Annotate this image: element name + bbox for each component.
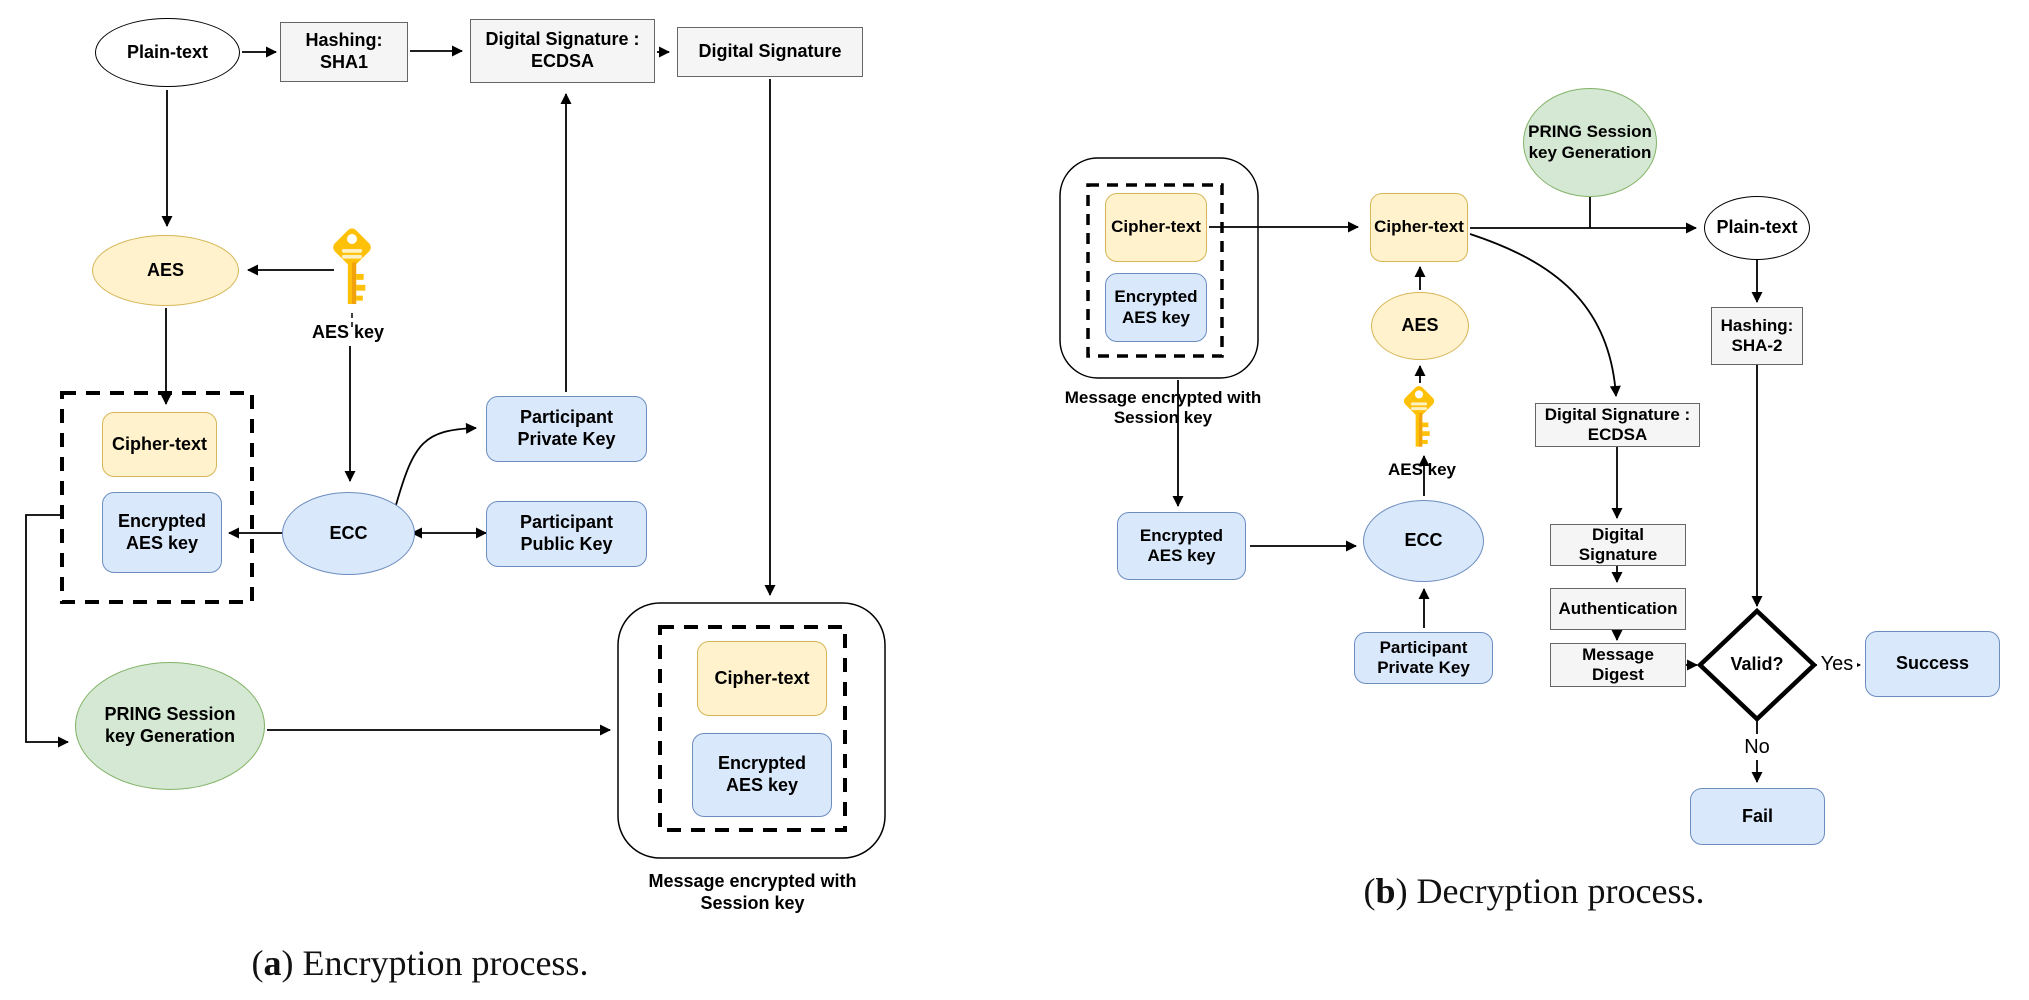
b-fail-label: Fail bbox=[1741, 805, 1773, 826]
dashed-box-a-message bbox=[658, 625, 847, 832]
b-no-label: No bbox=[1737, 734, 1777, 760]
arrow-b-cipher-ecdsa bbox=[1469, 233, 1621, 397]
a-msg-encrypted-aes-key-box: Encrypted AES key bbox=[692, 733, 832, 817]
b-cipher-text-label: Cipher-text bbox=[1374, 217, 1464, 237]
a-message-caption-text: Message encrypted with Session key bbox=[648, 871, 857, 913]
a-msg-cipher-text-label: Cipher-text bbox=[714, 667, 810, 688]
a-ds-ecdsa-box: Digital Signature : ECDSA bbox=[470, 19, 655, 83]
dashed-box-b-message bbox=[1086, 183, 1224, 358]
b-msg-cipher-text-box: Cipher-text bbox=[1105, 193, 1207, 262]
b-pring-label: PRING Session key Generation bbox=[1528, 122, 1652, 162]
b-ecc-label: ECC bbox=[1404, 530, 1443, 551]
a-hashing-label: Hashing: SHA1 bbox=[305, 30, 383, 72]
b-cipher-text-box: Cipher-text bbox=[1370, 193, 1468, 262]
b-authentication-label: Authentication bbox=[1558, 598, 1678, 618]
a-pring-ellipse: PRING Session key Generation bbox=[75, 662, 265, 790]
b-encrypted-aes-key-box: Encrypted AES key bbox=[1117, 512, 1246, 580]
b-hashing-box: Hashing: SHA-2 bbox=[1711, 307, 1803, 365]
b-msg-encrypted-aes-key-box: Encrypted AES key bbox=[1105, 273, 1207, 342]
a-participant-public-key-box: Participant Public Key bbox=[486, 501, 647, 567]
b-message-digest-box: Message Digest bbox=[1550, 643, 1686, 687]
message-container-b bbox=[1059, 157, 1259, 379]
a-encrypted-aes-key-label: Encrypted AES key bbox=[117, 510, 207, 553]
a-participant-private-key-box: Participant Private Key bbox=[486, 396, 647, 462]
caption-a: (a) Encryption process. bbox=[251, 943, 589, 983]
a-aes-label: AES bbox=[146, 259, 184, 280]
b-message-digest-label: Message Digest bbox=[1582, 644, 1654, 684]
b-aes-key-icon bbox=[1403, 385, 1435, 447]
b-participant-private-key-label: Participant Private Key bbox=[1377, 637, 1470, 677]
b-success-box: Success bbox=[1865, 631, 2000, 697]
arrow-a-dashedbox-pring bbox=[25, 514, 69, 748]
a-encrypted-aes-key-box: Encrypted AES key bbox=[102, 492, 222, 573]
a-aes-key-caption: AES key bbox=[298, 320, 398, 346]
b-msg-cipher-text-label: Cipher-text bbox=[1111, 217, 1201, 237]
a-plain-text-ellipse: Plain-text bbox=[95, 18, 240, 87]
a-aes-ellipse: AES bbox=[92, 235, 239, 306]
b-message-caption: Message encrypted with Session key bbox=[1058, 385, 1268, 431]
arrow-a-ecc-privatekey bbox=[395, 422, 477, 506]
a-aes-key-caption-text: AES key bbox=[311, 322, 385, 343]
a-aes-key-icon bbox=[333, 228, 371, 304]
b-msg-encrypted-aes-key-label: Encrypted AES key bbox=[1114, 287, 1198, 327]
dashed-box-a-left bbox=[60, 391, 254, 604]
b-valid-label: Valid? bbox=[1730, 654, 1784, 675]
b-success-label: Success bbox=[1895, 653, 1970, 674]
b-ds-ecdsa-box: Digital Signature : ECDSA bbox=[1535, 403, 1700, 447]
a-pring-label: PRING Session key Generation bbox=[104, 704, 236, 746]
a-cipher-text-box: Cipher-text bbox=[102, 412, 217, 477]
a-ecc-ellipse: ECC bbox=[282, 492, 415, 575]
a-participant-private-key-label: Participant Private Key bbox=[517, 407, 616, 449]
valid-diamond bbox=[1696, 607, 1818, 723]
b-ds-ecdsa-label: Digital Signature : ECDSA bbox=[1544, 404, 1691, 444]
caption-b: (b) Decryption process. bbox=[1363, 871, 1705, 911]
a-plain-text-label: Plain-text bbox=[126, 41, 209, 62]
b-aes-ellipse: AES bbox=[1371, 292, 1469, 360]
a-ecc-label: ECC bbox=[329, 522, 368, 543]
a-msg-cipher-text-box: Cipher-text bbox=[697, 641, 827, 716]
b-authentication-box: Authentication bbox=[1550, 588, 1686, 630]
a-cipher-text-label: Cipher-text bbox=[111, 433, 207, 454]
b-message-caption-text: Message encrypted with Session key bbox=[1064, 387, 1262, 427]
b-digital-signature-label: Digital Signature bbox=[1578, 524, 1658, 564]
b-yes-label: Yes bbox=[1817, 651, 1857, 677]
b-digital-signature-box: Digital Signature bbox=[1550, 524, 1686, 566]
b-ecc-ellipse: ECC bbox=[1363, 500, 1484, 582]
a-hashing-box: Hashing: SHA1 bbox=[280, 22, 408, 82]
a-msg-encrypted-aes-key-label: Encrypted AES key bbox=[717, 753, 807, 795]
b-aes-key-caption-text: AES key bbox=[1387, 459, 1457, 479]
b-participant-private-key-box: Participant Private Key bbox=[1354, 632, 1493, 684]
b-aes-key-caption: AES key bbox=[1372, 458, 1472, 482]
b-plain-text-ellipse: Plain-text bbox=[1704, 196, 1810, 260]
a-ds-ecdsa-label: Digital Signature : ECDSA bbox=[485, 29, 640, 71]
b-aes-label: AES bbox=[1401, 315, 1439, 336]
b-hashing-label: Hashing: SHA-2 bbox=[1720, 315, 1794, 355]
b-pring-ellipse: PRING Session key Generation bbox=[1523, 88, 1657, 197]
a-digital-signature-box: Digital Signature bbox=[677, 27, 863, 77]
b-valid-text: Valid? bbox=[1707, 645, 1807, 685]
b-encrypted-aes-key-label: Encrypted AES key bbox=[1139, 525, 1224, 565]
b-fail-box: Fail bbox=[1690, 788, 1825, 845]
b-plain-text-label: Plain-text bbox=[1716, 217, 1798, 238]
a-participant-public-key-label: Participant Public Key bbox=[519, 512, 614, 554]
a-message-caption: Message encrypted with Session key bbox=[620, 868, 885, 918]
a-digital-signature-label: Digital Signature bbox=[698, 41, 842, 62]
